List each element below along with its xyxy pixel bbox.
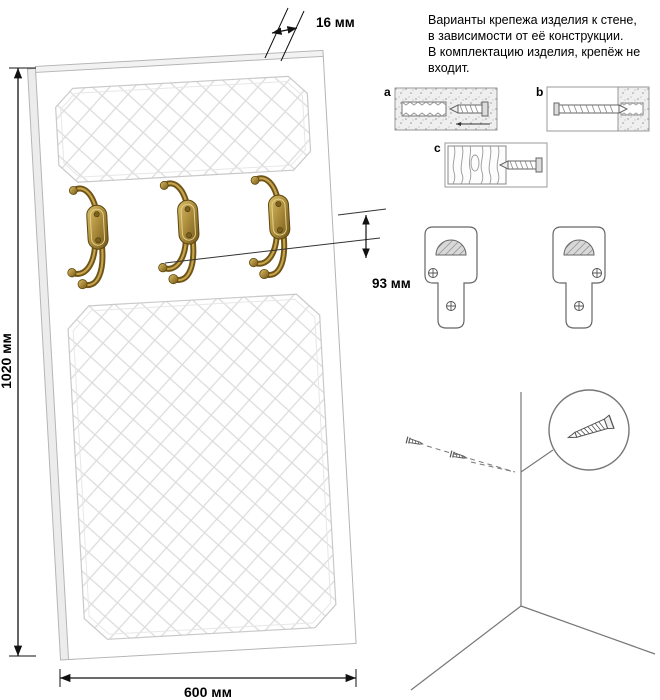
fastener-diagram-b <box>546 86 650 132</box>
dowel-icon <box>620 102 644 116</box>
mounting-plate-right <box>552 226 606 329</box>
hook-offset-dimension: 93 мм <box>164 208 411 291</box>
screw-hole-icon <box>428 268 438 278</box>
mounting-note: Варианты крепежа изделия к стене, в зави… <box>428 13 641 75</box>
fastener-diagram-c <box>444 142 548 188</box>
thickness-dimension: 16 мм <box>264 7 355 62</box>
screw-icon <box>405 436 424 448</box>
screw-icon <box>498 157 543 173</box>
hook-offset-dimension-label: 93 мм <box>372 276 411 291</box>
fastener-option-c: c <box>434 141 548 188</box>
screw-hole-icon <box>574 301 584 311</box>
keyhole-slot <box>563 239 595 256</box>
magnified-screw-icon <box>566 414 615 439</box>
fastener-label-c: c <box>434 141 441 155</box>
wall-corner-lines <box>410 392 656 691</box>
fastener-label-b: b <box>536 85 544 99</box>
width-dimension-label: 600 мм <box>184 684 232 700</box>
quilt-top-section <box>55 75 312 183</box>
width-dimension: 600 мм <box>59 669 357 700</box>
wood-board-icon <box>447 145 507 185</box>
guide-line <box>470 461 516 473</box>
hanger-panel <box>26 49 357 661</box>
coat-hook-icon <box>67 185 109 290</box>
fastener-option-b: b <box>536 85 650 132</box>
screw-icon <box>449 450 468 462</box>
mounting-plate-left <box>424 226 478 329</box>
fastener-label-a: a <box>384 85 391 99</box>
height-dimension: 1020 мм <box>0 67 36 657</box>
panel-illustration: 1020 мм 600 мм 16 мм 93 мм <box>0 7 411 700</box>
wall-corner-illustration <box>405 389 656 691</box>
thickness-dimension-label: 16 мм <box>316 15 355 30</box>
magnifier-leader <box>520 449 554 473</box>
coat-hook-icon <box>249 175 291 279</box>
screw-icon <box>553 102 629 116</box>
screw-hole-icon <box>446 301 456 311</box>
keyhole-slot <box>435 239 467 256</box>
fastener-option-a: a <box>384 85 498 132</box>
quilt-bottom-section <box>67 293 337 640</box>
screw-hole-icon <box>592 268 602 278</box>
fastener-diagram-a <box>394 87 498 131</box>
guide-line <box>426 445 516 473</box>
dowel-icon <box>401 101 447 117</box>
screw-icon <box>448 101 489 117</box>
height-dimension-label: 1020 мм <box>0 333 14 389</box>
coat-hook-icon <box>158 180 200 285</box>
